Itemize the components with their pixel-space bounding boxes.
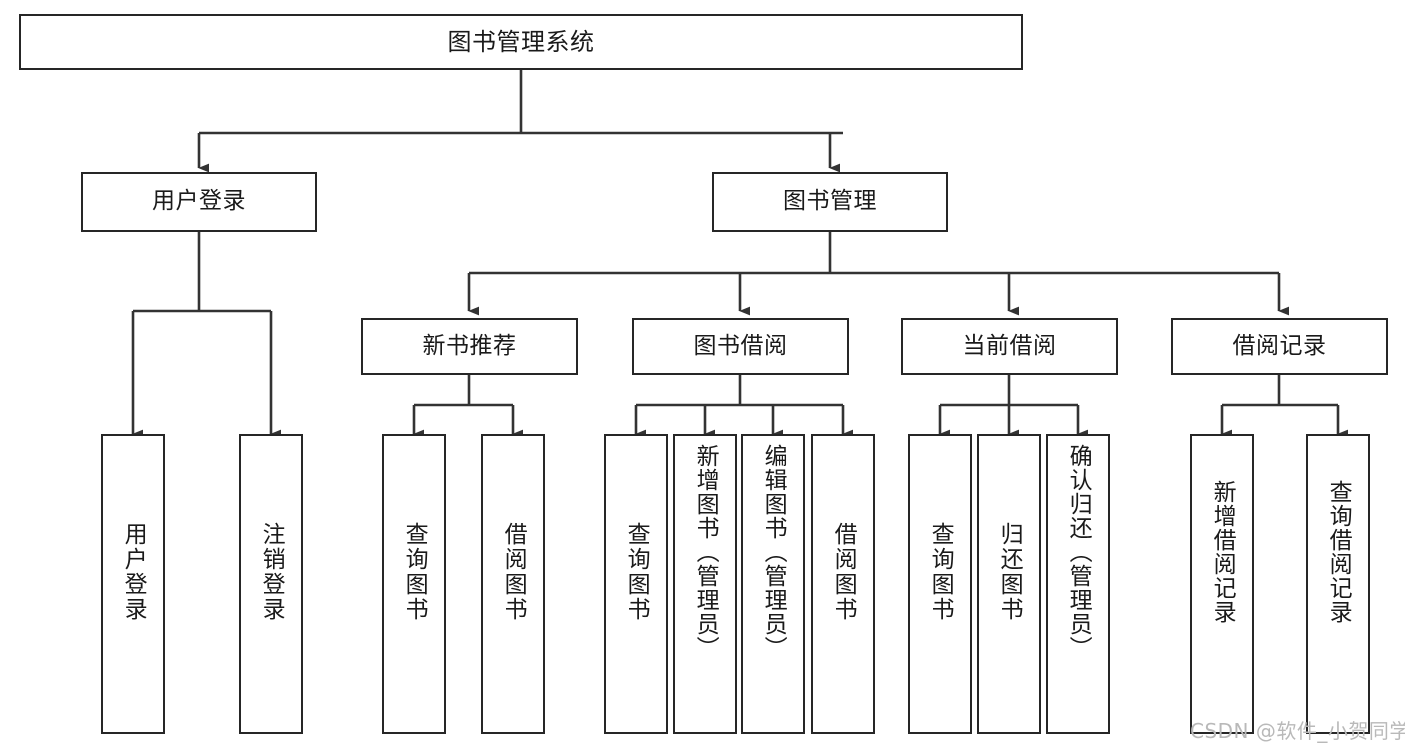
node-current-borrow[interactable]: 当前借阅 bbox=[901, 318, 1118, 375]
leaf-confirm-return-label: 确认归还（管理员） bbox=[1065, 444, 1092, 660]
leaf-query-record[interactable]: 查询借阅记录 bbox=[1306, 434, 1370, 734]
leaf-borrow-book-2[interactable]: 借阅图书 bbox=[811, 434, 875, 734]
leaf-edit-book-label: 编辑图书（管理员） bbox=[760, 444, 787, 660]
leaf-add-book[interactable]: 新增图书（管理员） bbox=[673, 434, 737, 734]
leaf-query-book-1[interactable]: 查询图书 bbox=[382, 434, 446, 734]
node-new-book-recommend-label: 新书推荐 bbox=[422, 332, 517, 359]
leaf-query-book-2[interactable]: 查询图书 bbox=[604, 434, 668, 734]
leaf-query-book-3[interactable]: 查询图书 bbox=[908, 434, 972, 734]
leaf-query-book-3-label: 查询图书 bbox=[927, 522, 954, 622]
leaf-query-book-1-label: 查询图书 bbox=[401, 522, 428, 622]
node-borrow-record[interactable]: 借阅记录 bbox=[1171, 318, 1388, 375]
node-book-borrow-label: 图书借阅 bbox=[693, 332, 788, 359]
leaf-borrow-book-1-label: 借阅图书 bbox=[500, 522, 527, 622]
node-user-login[interactable]: 用户登录 bbox=[81, 172, 317, 232]
leaf-query-record-label: 查询借阅记录 bbox=[1325, 480, 1352, 624]
leaf-add-record-label: 新增借阅记录 bbox=[1209, 480, 1236, 624]
node-book-manage-label: 图书管理 bbox=[783, 188, 877, 215]
leaf-return-book-label: 归还图书 bbox=[996, 522, 1023, 622]
leaf-borrow-book-1[interactable]: 借阅图书 bbox=[481, 434, 545, 734]
node-current-borrow-label: 当前借阅 bbox=[962, 332, 1057, 359]
node-new-book-recommend[interactable]: 新书推荐 bbox=[361, 318, 578, 375]
node-book-manage[interactable]: 图书管理 bbox=[712, 172, 948, 232]
leaf-user-login-label: 用户登录 bbox=[120, 522, 147, 622]
leaf-edit-book[interactable]: 编辑图书（管理员） bbox=[741, 434, 805, 734]
leaf-logout-login-label: 注销登录 bbox=[258, 522, 285, 622]
leaf-logout-login[interactable]: 注销登录 bbox=[239, 434, 303, 734]
leaf-add-book-label: 新增图书（管理员） bbox=[692, 444, 719, 660]
node-root-label: 图书管理系统 bbox=[447, 27, 595, 56]
node-root[interactable]: 图书管理系统 bbox=[19, 14, 1023, 70]
leaf-add-record[interactable]: 新增借阅记录 bbox=[1190, 434, 1254, 734]
leaf-user-login[interactable]: 用户登录 bbox=[101, 434, 165, 734]
csdn-watermark: CSDN @软件_小贺同学 bbox=[1190, 719, 1405, 743]
node-book-borrow[interactable]: 图书借阅 bbox=[632, 318, 849, 375]
leaf-return-book[interactable]: 归还图书 bbox=[977, 434, 1041, 734]
node-borrow-record-label: 借阅记录 bbox=[1232, 332, 1327, 359]
leaf-confirm-return[interactable]: 确认归还（管理员） bbox=[1046, 434, 1110, 734]
leaf-query-book-2-label: 查询图书 bbox=[623, 522, 650, 622]
leaf-borrow-book-2-label: 借阅图书 bbox=[830, 522, 857, 622]
node-user-login-label: 用户登录 bbox=[152, 188, 246, 215]
